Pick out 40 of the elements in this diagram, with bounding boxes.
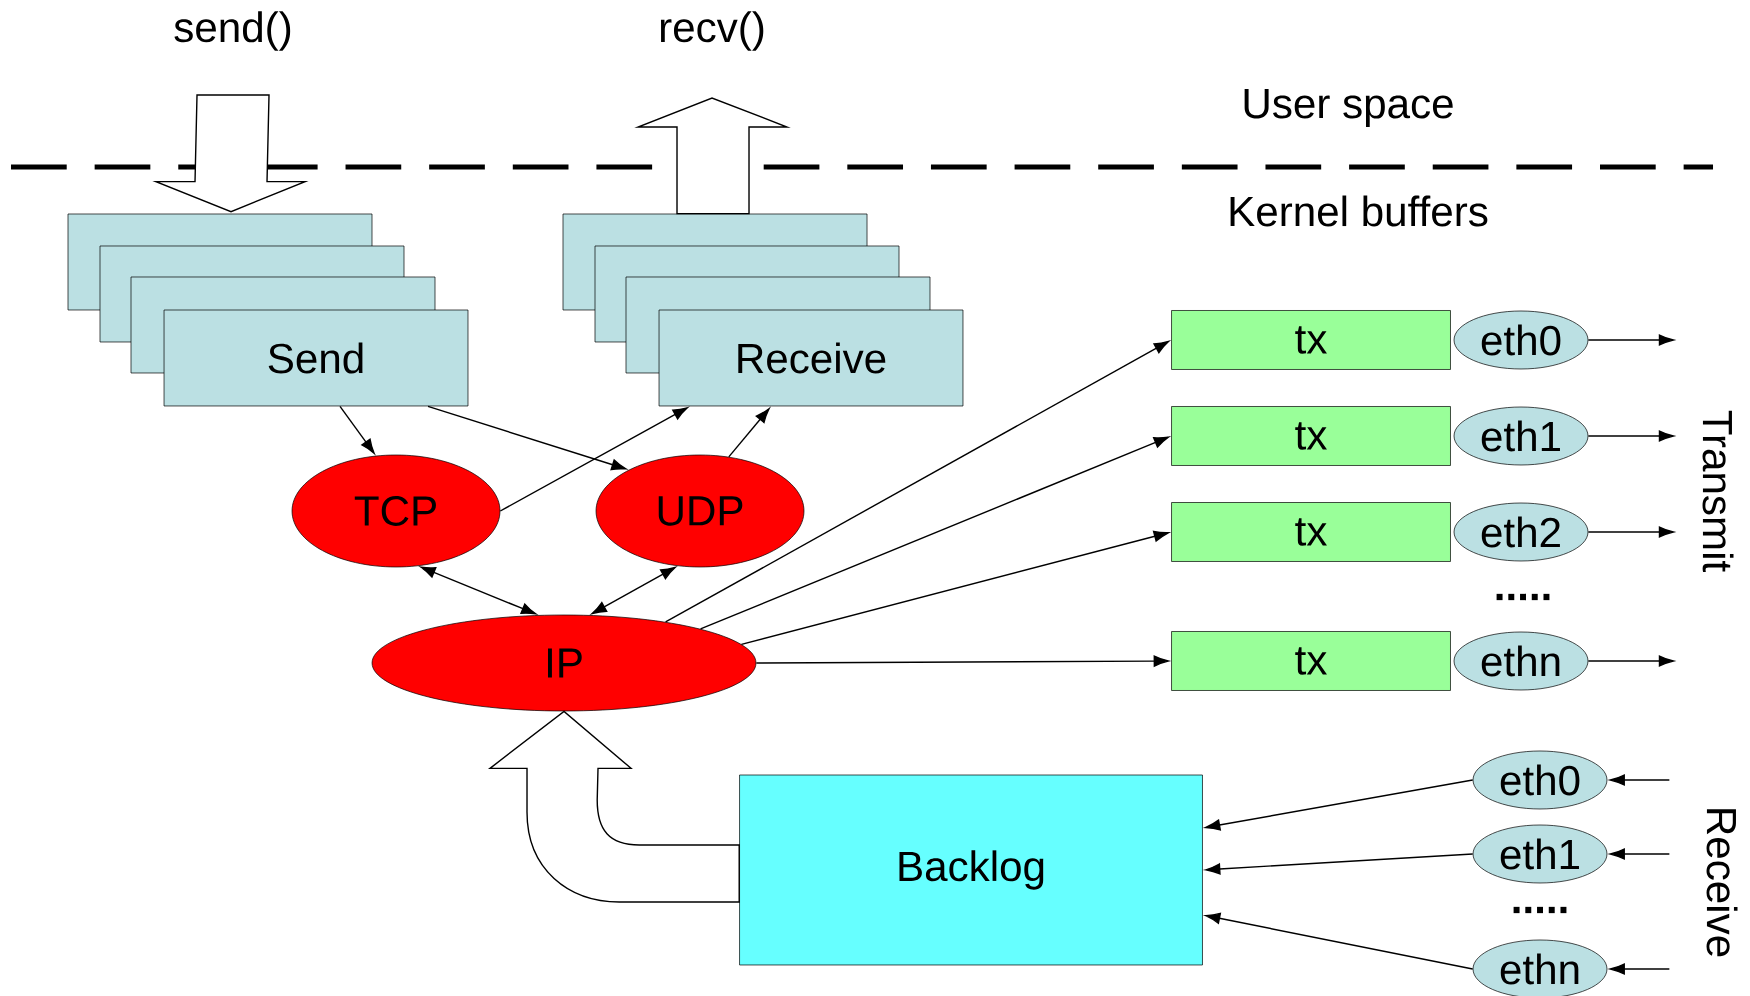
arrow (1587, 430, 1674, 442)
node-label: Send (268, 342, 363, 374)
arrow (1205, 853, 1474, 875)
arrow (1205, 779, 1474, 831)
arrow (591, 566, 676, 615)
tx-queue-box: tx (1171, 310, 1451, 370)
arrow (664, 340, 1170, 623)
layer-label: Kernel buffers (1230, 195, 1488, 227)
section-label: Receive (1706, 809, 1738, 957)
arrow (420, 566, 537, 615)
section-label: Transmit (1702, 410, 1734, 572)
text-label: recv() (660, 11, 764, 51)
arrow (1587, 526, 1674, 538)
arrow (339, 405, 375, 454)
arrow (1609, 848, 1671, 860)
arrow (499, 407, 688, 512)
backlog-box: Backlog (739, 774, 1203, 966)
arrow (427, 405, 627, 471)
arrow (1587, 334, 1674, 346)
arrow (699, 436, 1170, 630)
ellipsis-dots: ..... (1496, 593, 1550, 601)
layer-label: User space (1244, 89, 1453, 127)
text-label: send() (174, 11, 291, 51)
node-label: Receive (738, 342, 886, 374)
arrow (755, 655, 1169, 667)
tx-queue-box: tx (1171, 502, 1451, 562)
block-arrow (489, 710, 740, 903)
tx-queue-box: tx (1171, 631, 1451, 691)
arrow (1609, 774, 1671, 786)
arrow (1609, 963, 1671, 975)
arrow (1587, 655, 1674, 667)
stacked-buffer-box: Send (67, 213, 469, 407)
arrow (1205, 912, 1474, 970)
arrow (740, 530, 1169, 646)
tx-queue-box: tx (1171, 406, 1451, 466)
block-arrow (634, 97, 791, 215)
block-arrow (152, 94, 309, 213)
stacked-buffer-box: Receive (562, 213, 964, 407)
ellipsis-dots: ..... (1513, 906, 1567, 914)
arrow (728, 408, 770, 458)
